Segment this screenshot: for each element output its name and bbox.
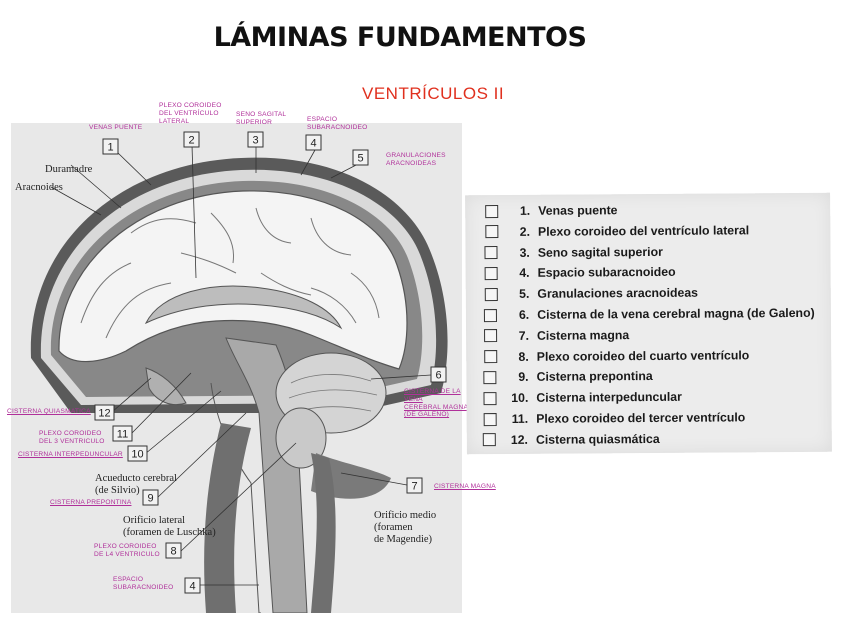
- checkbox-icon[interactable]: [483, 413, 496, 426]
- number-4: 4: [310, 138, 316, 150]
- slide-title: LÁMINAS FUNDAMENTOS: [0, 22, 800, 53]
- checklist-item-number: 4.: [508, 266, 530, 280]
- checklist-item-label: Cisterna de la vena cerebral magna (de G…: [537, 306, 815, 322]
- checklist-item-number: 6.: [507, 308, 529, 322]
- number-12: 12: [98, 408, 110, 420]
- checklist-item-label: Cisterna interpeduncular: [536, 390, 682, 405]
- checklist-item-number: 7.: [507, 329, 529, 343]
- checklist-item-number: 8.: [507, 349, 529, 363]
- annotation-cisterna-prepontina: CISTERNA PREPONTINA: [50, 499, 131, 507]
- brain-sagittal-illustration: 1 2 3 4 5 6 7 8 9 10 11 12 4: [11, 123, 462, 613]
- number-5: 5: [357, 153, 363, 165]
- checklist-item-number: 10.: [506, 391, 528, 405]
- checkbox-icon[interactable]: [485, 246, 498, 259]
- checkbox-icon[interactable]: [484, 309, 497, 322]
- number-9: 9: [147, 493, 153, 505]
- annotation-cisterna-magna: CISTERNA MAGNA: [434, 483, 496, 491]
- checklist-item-label: Venas puente: [538, 203, 617, 218]
- checklist-item-label: Seno sagital superior: [538, 244, 663, 259]
- checklist-item-number: 5.: [507, 287, 529, 301]
- annotation-granulaciones: GRANULACIONES ARACNOIDEAS: [386, 152, 446, 168]
- checkbox-icon[interactable]: [483, 433, 496, 446]
- number-11: 11: [117, 429, 128, 441]
- checklist-item-label: Cisterna quiasmática: [536, 432, 660, 447]
- checklist-item-label: Cisterna magna: [537, 328, 629, 343]
- checklist-item-label: Granulaciones aracnoideas: [537, 286, 698, 301]
- checklist-item: 9. Cisterna prepontina: [483, 366, 652, 387]
- checklist-item-number: 1.: [508, 204, 530, 218]
- number-3: 3: [252, 135, 258, 147]
- checklist-item-label: Plexo coroideo del ventrículo lateral: [538, 223, 749, 238]
- annotation-espacio-subaracnoideo-lower: ESPACIO SUBARACNOIDEO: [113, 576, 174, 592]
- checklist-item: 5. Granulaciones aracnoideas: [484, 283, 698, 304]
- checklist-item-number: 12.: [506, 433, 528, 447]
- annotation-espacio-subaracnoideo: ESPACIO SUBARACNOIDEO: [307, 116, 368, 132]
- label-aracnoides: Aracnoides: [15, 182, 63, 193]
- annotation-cisterna-interpeduncular: CISTERNA INTERPEDUNCULAR: [18, 451, 123, 459]
- number-6: 6: [435, 370, 441, 382]
- checklist-item-number: 9.: [507, 370, 529, 384]
- checklist-item: 3. Seno sagital superior: [485, 241, 663, 262]
- checkbox-icon[interactable]: [483, 392, 496, 405]
- checklist-item-label: Plexo coroideo del tercer ventrículo: [536, 410, 745, 425]
- annotation-cisterna-quiasmatica: CISTERNA QUIASMATICA: [7, 408, 91, 416]
- checklist-item: 6. Cisterna de la vena cerebral magna (de…: [484, 303, 815, 325]
- annotation-plexo-coroideo-lateral: PLEXO COROIDEO DEL VENTRÍCULO LATERAL: [159, 102, 222, 125]
- checklist-item: 8. Plexo coroideo del cuarto ventrículo: [484, 345, 750, 367]
- checklist-item: 10. Cisterna interpeduncular: [483, 387, 682, 408]
- number-7: 7: [411, 481, 417, 493]
- checklist-item-label: Espacio subaracnoideo: [538, 265, 676, 280]
- checklist-item-label: Plexo coroideo del cuarto ventrículo: [537, 348, 750, 363]
- checkbox-icon[interactable]: [484, 288, 497, 301]
- checklist-item-number: 11.: [506, 412, 528, 426]
- checkbox-icon[interactable]: [484, 371, 497, 384]
- checkbox-icon[interactable]: [485, 267, 498, 280]
- checklist-item: 11. Plexo coroideo del tercer ventrículo: [483, 407, 745, 429]
- number-4-lower: 4: [189, 581, 195, 593]
- annotation-plexo-tercer: PLEXO COROIDEO DEL 3 VENTRICULO: [39, 430, 105, 446]
- checklist-item-label: Cisterna prepontina: [537, 369, 653, 384]
- checklist-item: 1. Venas puente: [485, 200, 617, 221]
- label-duramadre: Duramadre: [45, 164, 93, 175]
- annotation-plexo-cuarto: PLEXO COROIDEO DE L4 VENTRICULO: [94, 543, 160, 559]
- checkbox-icon[interactable]: [485, 205, 498, 218]
- slide-subtitle: VENTRÍCULOS II: [362, 84, 504, 104]
- checklist-item-number: 2.: [508, 225, 530, 239]
- checklist-photo: 1. Venas puente 2. Plexo coroideo del ventr…: [465, 193, 832, 455]
- checklist-item: 4. Espacio subaracnoideo: [485, 262, 676, 283]
- checkbox-icon[interactable]: [484, 350, 497, 363]
- checkbox-icon[interactable]: [485, 225, 498, 238]
- number-10: 10: [131, 449, 143, 461]
- checklist-item: 12. Cisterna quiasmática: [483, 429, 660, 450]
- checkbox-icon[interactable]: [484, 329, 497, 342]
- checklist-item-number: 3.: [508, 245, 530, 259]
- annotation-seno-sagital: SENO SAGITAL SUPERIOR: [236, 111, 286, 127]
- checklist-item: 2. Plexo coroideo del ventrículo lateral: [485, 220, 749, 242]
- number-1: 1: [107, 142, 113, 154]
- checklist-item: 7. Cisterna magna: [484, 325, 629, 346]
- number-2: 2: [188, 135, 194, 147]
- annotation-venas-puente: VENAS PUENTE: [89, 124, 142, 132]
- number-8: 8: [170, 546, 176, 558]
